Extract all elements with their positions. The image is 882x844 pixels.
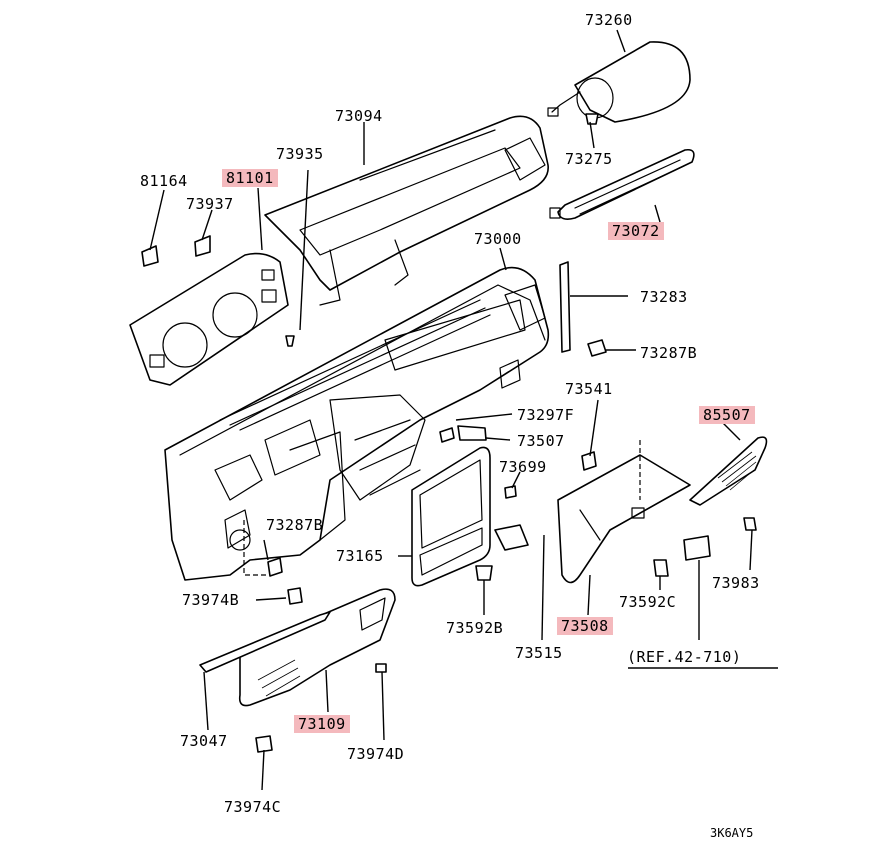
label-73047: 73047 <box>180 732 228 750</box>
label-ref: (REF.42-710) <box>627 648 742 666</box>
instrument-panel <box>164 266 550 581</box>
label-73515: 73515 <box>515 644 563 662</box>
label-73699: 73699 <box>499 458 547 476</box>
label-73935: 73935 <box>276 145 324 163</box>
diagram-code: 3K6AY5 <box>710 826 754 840</box>
screw-73592B <box>475 565 493 581</box>
label-73109: 73109 <box>294 715 350 733</box>
clip-81164 <box>141 245 159 267</box>
label-73592B: 73592B <box>446 619 504 637</box>
label-73287B-right: 73287B <box>640 344 698 362</box>
label-73275: 73275 <box>565 150 613 168</box>
label-81164: 81164 <box>140 172 188 190</box>
label-73592C: 73592C <box>619 593 677 611</box>
label-73974C: 73974C <box>224 798 282 816</box>
glove-box <box>557 454 691 584</box>
label-73260: 73260 <box>585 11 633 29</box>
label-81101: 81101 <box>222 169 278 187</box>
upper-trim <box>549 148 695 220</box>
label-73094: 73094 <box>335 107 383 125</box>
screw-73974C <box>255 735 273 753</box>
label-73297F: 73297F <box>517 406 575 424</box>
bolt-73507 <box>457 425 487 441</box>
label-85507: 85507 <box>699 406 755 424</box>
label-73165: 73165 <box>336 547 384 565</box>
bolt-73287B-right <box>587 339 607 357</box>
screw-73592C <box>653 559 669 577</box>
label-73000: 73000 <box>474 230 522 248</box>
label-73937: 73937 <box>186 195 234 213</box>
screw-73974D <box>375 663 387 673</box>
cluster-panel <box>129 252 289 386</box>
label-73287B-left: 73287B <box>266 516 324 534</box>
airbag-module <box>547 41 691 125</box>
label-73974D: 73974D <box>347 745 405 763</box>
screw-73935 <box>285 335 295 347</box>
label-73507: 73507 <box>517 432 565 450</box>
glove-door <box>689 436 768 506</box>
label-73541: 73541 <box>565 380 613 398</box>
bracket-73047 <box>199 611 331 673</box>
top-cover <box>264 115 549 306</box>
clip-73541 <box>581 451 597 471</box>
label-73983: 73983 <box>712 574 760 592</box>
screw-73983 <box>743 517 757 531</box>
side-trim <box>559 261 571 353</box>
lower-cover <box>238 588 396 707</box>
label-73072: 73072 <box>608 222 664 240</box>
bolt-73297F <box>439 427 455 443</box>
label-73508: 73508 <box>557 617 613 635</box>
center-panel <box>411 446 491 587</box>
screw-73699 <box>504 485 517 499</box>
leader-lines <box>149 29 778 791</box>
label-73974B: 73974B <box>182 591 240 609</box>
switch-ref <box>683 535 711 561</box>
clip-73287B-left <box>267 557 283 577</box>
latch-73515 <box>494 524 529 551</box>
screw-73974B <box>287 587 303 605</box>
label-73283: 73283 <box>640 288 688 306</box>
clip-73937 <box>194 235 211 257</box>
